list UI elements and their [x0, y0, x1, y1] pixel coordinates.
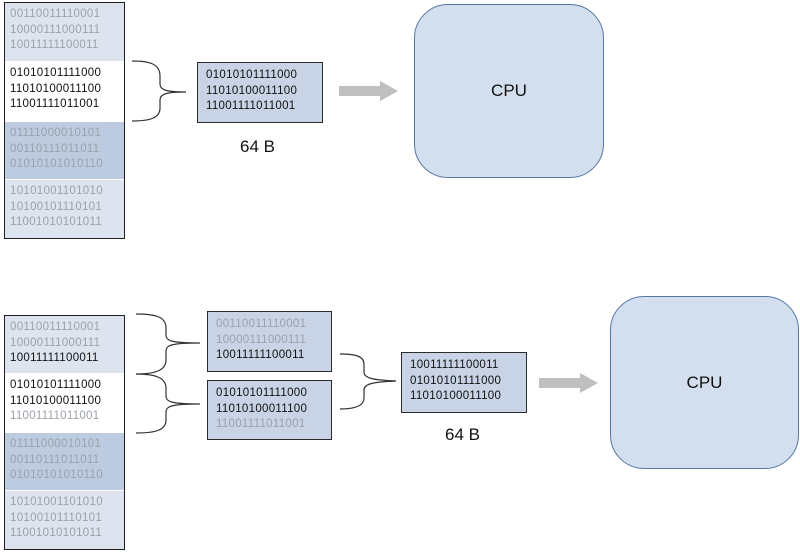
- top-cpu-label: CPU: [491, 81, 527, 100]
- bottom-merge-brace: [339, 353, 397, 410]
- top-cache-line-2-selected: 01010101111000 11010100011100 1100111101…: [5, 62, 124, 122]
- bit-row: 11010100011100: [10, 394, 102, 407]
- top-fetched-block: 01010101111000 11010100011100 1100111101…: [197, 62, 323, 123]
- bit-row: 01010101111000: [410, 374, 502, 387]
- bit-row: 10000111000111: [10, 336, 101, 349]
- bit-row: 01010101111000: [10, 379, 102, 391]
- bit-row: 01111000010101: [10, 127, 102, 139]
- bit-row: 11001111011001: [206, 100, 296, 112]
- bit-row: 11010100011100: [10, 82, 102, 95]
- bottom-fetched-block-b: 01010101111000 11010100011100 1100111101…: [207, 380, 332, 440]
- bottom-size-label: 64 B: [445, 425, 480, 444]
- bit-row: 00110111011011: [10, 142, 100, 155]
- bit-row: 01010101111000: [10, 67, 102, 79]
- bottom-fetched-block-a: 00110011110001 10000111000111 1001111110…: [207, 311, 332, 372]
- bit-row: 11001010101011: [10, 527, 103, 539]
- bit-row: 10101001101010: [10, 185, 103, 197]
- bit-row: 10011111100011: [10, 39, 99, 51]
- bit-row: 10000111000111: [10, 23, 101, 36]
- bottom-brace-b: [135, 373, 201, 434]
- bit-row: 10011111100011: [10, 352, 99, 364]
- bit-row: 10101001101010: [10, 496, 103, 508]
- top-cache-line-3: 01111000010101 00110111011011 0101010101…: [5, 122, 124, 180]
- top-cache-line-1: 00110011110001 10000111000111 1001111110…: [5, 3, 124, 62]
- bit-row: 00110011110001: [216, 318, 307, 330]
- bit-row: 10011111100011: [410, 359, 499, 371]
- bottom-cpu: CPU: [610, 296, 799, 469]
- bottom-cache-line-1: 00110011110001 10000111000111 1001111110…: [5, 316, 124, 374]
- bit-row: 10011111100011: [216, 349, 305, 361]
- bit-row: 11001111011001: [10, 410, 100, 422]
- bit-row: 00110111011011: [10, 453, 100, 466]
- top-memory-column: 00110011110001 10000111000111 1001111110…: [4, 2, 125, 239]
- bit-row: 01111000010101: [10, 438, 102, 450]
- bit-row: 01010101010110: [10, 158, 103, 170]
- bottom-cache-line-2: 01010101111000 11010100011100 1100111101…: [5, 374, 124, 433]
- bit-row: 00110011110001: [10, 8, 101, 20]
- top-cpu: CPU: [414, 4, 604, 178]
- top-size-label: 64 B: [240, 137, 275, 156]
- bit-row: 11001111011001: [216, 418, 306, 430]
- bit-row: 11010100011100: [216, 402, 308, 415]
- top-cache-line-4: 10101001101010 10100101110101 1100101010…: [5, 180, 124, 238]
- bit-row: 01010101111000: [206, 69, 298, 81]
- bit-row: 10100101110101: [10, 200, 103, 213]
- bit-row: 00110011110001: [10, 321, 101, 333]
- bit-row: 10000111000111: [216, 333, 307, 346]
- bit-row: 11001111011001: [10, 98, 100, 110]
- bit-row: 11010100011100: [410, 390, 502, 402]
- top-arrow-icon: [339, 81, 398, 101]
- bottom-cache-line-3: 01111000010101 00110111011011 0101010101…: [5, 433, 124, 491]
- bit-row: 01010101111000: [216, 387, 308, 399]
- bit-row: 11010100011100: [206, 84, 298, 97]
- bit-row: 10100101110101: [10, 511, 103, 524]
- bottom-cpu-label: CPU: [686, 372, 723, 392]
- bottom-memory-column: 00110011110001 10000111000111 1001111110…: [4, 315, 125, 550]
- bottom-merged-block: 10011111100011 01010101111000 1101010001…: [401, 352, 527, 413]
- bit-row: 11001010101011: [10, 216, 103, 228]
- bottom-cache-line-4: 10101001101010 10100101110101 1100101010…: [5, 491, 124, 549]
- bit-row: 01010101010110: [10, 469, 103, 481]
- top-brace: [131, 60, 187, 122]
- bottom-arrow-icon: [539, 373, 598, 393]
- bottom-brace-a: [135, 313, 201, 375]
